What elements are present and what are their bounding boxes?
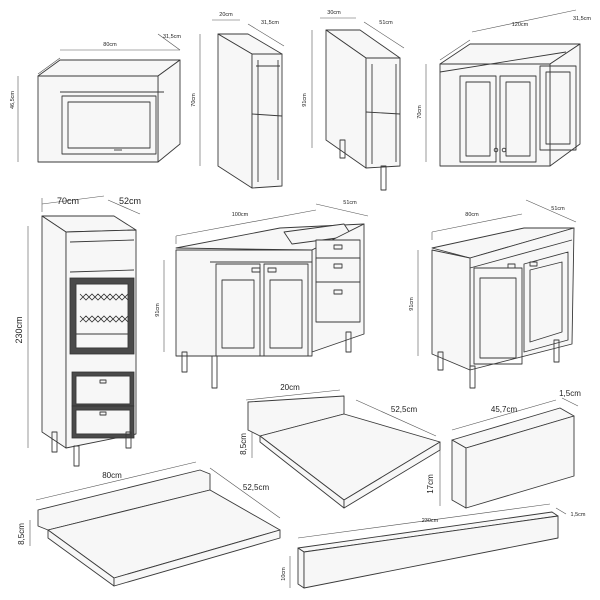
side-panel-thickness: 1,5cm — [559, 389, 581, 398]
sink-cabinet-80-depth: 51cm — [551, 206, 565, 212]
wall-cabinet-30-height: 91cm — [302, 93, 308, 107]
countertop-large-height: 8,5cm — [17, 523, 26, 545]
tower-cabinet-depth: 52cm — [119, 196, 141, 206]
sink-cabinet-100-width: 100cm — [232, 212, 249, 218]
tower-cabinet-width: 70cm — [57, 196, 79, 206]
countertop-small: 20cm 52,5cm 8,5cm — [239, 383, 441, 509]
plinth-strip-height: 10cm — [281, 567, 287, 581]
sink-cabinet-80-width: 80cm — [465, 212, 479, 218]
countertop-small-height: 8,5cm — [239, 433, 248, 455]
sink-cabinet-80-height: 91cm — [409, 297, 415, 311]
countertop-large: 80cm 52,5cm 8,5cm — [17, 461, 281, 587]
plinth-strip-length: 230cm — [422, 518, 439, 524]
wall-cabinet-120-height: 70cm — [417, 105, 423, 119]
wall-cabinet-20-width: 20cm — [219, 12, 233, 18]
plinth-strip: 230cm 1,5cm 10cm — [281, 503, 586, 589]
sink-cabinet-80: 80cm 51cm 91cm — [409, 199, 577, 389]
wall-cabinet-20-depth: 31,5cm — [261, 20, 279, 26]
countertop-small-depth: 52,5cm — [391, 405, 418, 414]
countertop-small-width: 20cm — [280, 383, 300, 392]
wall-cabinet-30-width: 30cm — [327, 10, 341, 16]
countertop-large-depth: 52,5cm — [243, 483, 270, 492]
wall-cabinet-120-depth: 31,5cm — [573, 16, 591, 22]
sink-cabinet-100-height: 91cm — [155, 303, 161, 317]
wall-cabinet-30: 30cm 51cm 91cm — [302, 10, 405, 191]
plinth-strip-thickness: 1,5cm — [571, 512, 586, 518]
wall-cabinet-120-width: 120cm — [512, 22, 529, 28]
wall-cabinet-80-depth: 31,5cm — [163, 34, 181, 40]
side-panel-width: 45,7cm — [491, 405, 518, 414]
sink-cabinet-100: 100cm 51cm 91cm — [155, 200, 369, 389]
wall-cabinet-20: 20cm 31,5cm 70cm — [191, 12, 285, 189]
wall-cabinet-120: 120cm 31,5cm 70cm — [417, 9, 591, 167]
tower-cabinet: 70cm 52cm 230cm — [14, 195, 141, 467]
sink-cabinet-100-depth: 51cm — [343, 200, 357, 206]
wall-cabinet-80: 80cm 31,5cm 46,5cm — [10, 33, 181, 163]
wall-cabinet-30-depth: 51cm — [379, 20, 393, 26]
side-panel: 45,7cm 1,5cm 17cm — [426, 389, 581, 509]
wall-cabinet-80-height: 46,5cm — [10, 91, 16, 109]
wall-cabinet-80-width: 80cm — [103, 42, 117, 48]
wall-cabinet-20-height: 70cm — [191, 93, 197, 107]
side-panel-height: 17cm — [426, 474, 435, 494]
countertop-large-width: 80cm — [102, 471, 122, 480]
tower-cabinet-height: 230cm — [14, 316, 24, 343]
